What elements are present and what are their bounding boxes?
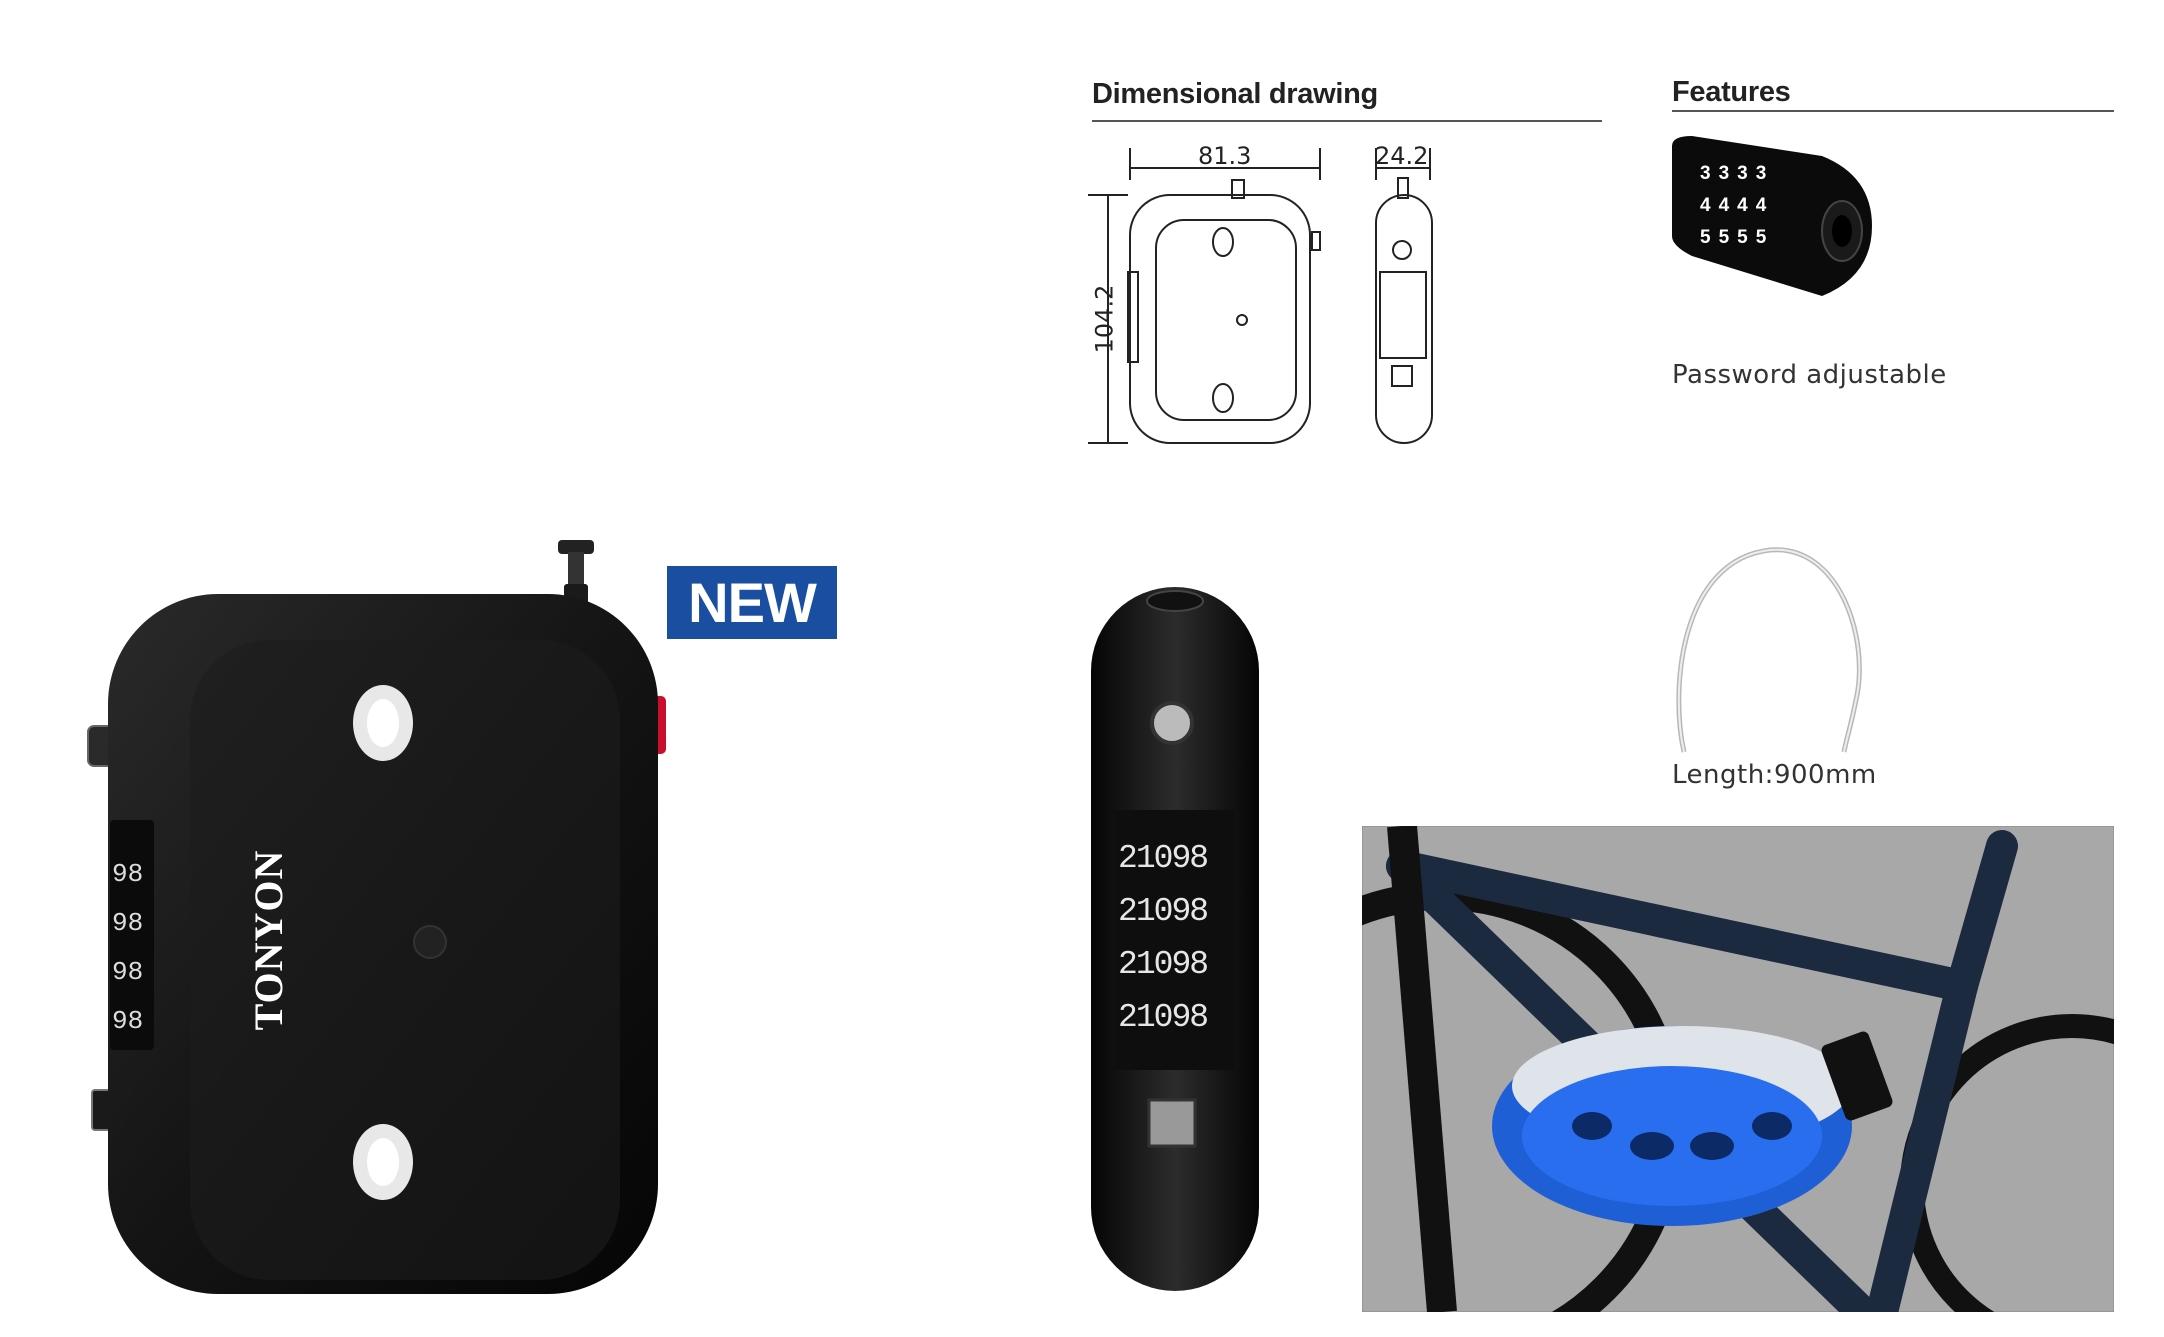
front-dial-digits[interactable]: 98 (112, 1006, 144, 1036)
dimensional-title: Dimensional drawing (1092, 78, 1378, 110)
side-dial-rows: 21098 21098 21098 21098 (1118, 832, 1238, 1044)
lock-front-view (87, 540, 666, 1294)
front-dial-digits[interactable]: 98 (112, 908, 144, 938)
dimensional-drawing (1088, 148, 1433, 444)
new-badge: NEW (667, 566, 837, 639)
length-caption: Length:900mm (1672, 760, 1877, 790)
side-dial-row[interactable]: 21098 (1118, 999, 1209, 1036)
password-adjustable-caption: Password adjustable (1672, 360, 1947, 390)
cable-loop-image (1676, 547, 1862, 753)
dial-wheels (110, 820, 154, 1050)
bicycle-usage-photo (1362, 826, 2114, 1312)
side-dial-row[interactable]: 21098 (1118, 893, 1209, 930)
front-dial-column: 98 98 98 98 (112, 850, 152, 1046)
side-dial-row[interactable]: 21098 (1118, 840, 1209, 877)
combination-dial-closeup (1672, 136, 1872, 296)
feature-dial-digits: 3333 4444 5555 (1700, 163, 1775, 248)
features-title-rule (1672, 110, 2114, 112)
features-title: Features (1672, 76, 1791, 108)
dimension-depth-label: 24.2 (1375, 142, 1429, 170)
side-dial-row[interactable]: 21098 (1118, 946, 1209, 983)
brand-logo: TONYON (246, 849, 291, 1031)
front-dial-digits[interactable]: 98 (112, 957, 144, 987)
dimension-height-label: 104.2 (1090, 284, 1119, 354)
dimension-width-label: 81.3 (1198, 142, 1252, 170)
dimensional-title-rule (1092, 120, 1602, 122)
lock-side-view (1091, 587, 1259, 1291)
front-dial-digits[interactable]: 98 (112, 859, 144, 889)
